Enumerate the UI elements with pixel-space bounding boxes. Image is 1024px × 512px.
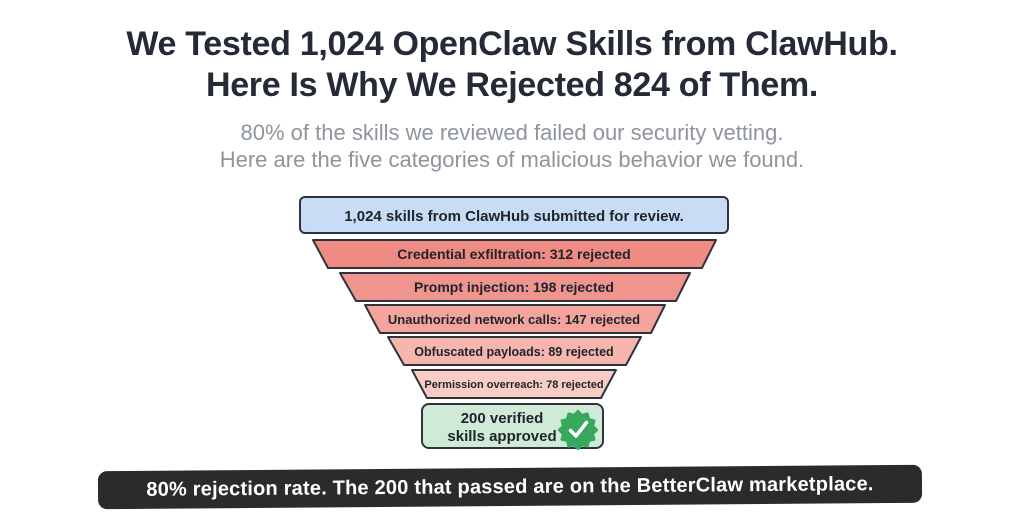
funnel-stage-unauthorized-network-calls-label: Unauthorized network calls: 147 rejected bbox=[388, 312, 640, 327]
funnel-stage-prompt-injection: Prompt injection: 198 rejected bbox=[339, 272, 691, 302]
page-subtitle: 80% of the skills we reviewed failed our… bbox=[0, 119, 1024, 173]
verified-badge-seal-edge bbox=[558, 410, 598, 450]
funnel-stage-credential-exfiltration-label: Credential exfiltration: 312 rejected bbox=[397, 246, 630, 262]
verified-badge-checkmark bbox=[568, 420, 589, 438]
funnel-stage-credential-exfiltration: Credential exfiltration: 312 rejected bbox=[312, 239, 717, 269]
funnel-stage-permission-overreach-label: Permission overreach: 78 rejected bbox=[424, 379, 603, 391]
funnel-chart: 1,024 skills from ClawHub submitted for … bbox=[299, 196, 729, 450]
funnel-stage-prompt-injection-label: Prompt injection: 198 rejected bbox=[414, 279, 614, 295]
funnel-stage-credential-exfiltration-shape bbox=[312, 239, 717, 269]
verified-badge-seal bbox=[559, 411, 597, 449]
page-title-line2: Here Is Why We Rejected 824 of Them. bbox=[205, 66, 819, 104]
funnel-stage-unauthorized-network-calls-shape bbox=[364, 304, 666, 334]
funnel-stage-permission-overreach: Permission overreach: 78 rejected bbox=[411, 369, 617, 399]
page-subtitle-line1: 80% of the skills we reviewed failed our… bbox=[240, 120, 784, 145]
footer-banner-text: 80% rejection rate. The 200 that passed … bbox=[146, 472, 874, 501]
funnel-stage-submitted: 1,024 skills from ClawHub submitted for … bbox=[299, 196, 729, 234]
page-subtitle-line2: Here are the five categories of maliciou… bbox=[219, 147, 805, 172]
page-title: We Tested 1,024 OpenClaw Skills from Cla… bbox=[0, 24, 1024, 106]
funnel-stage-unauthorized-network-calls: Unauthorized network calls: 147 rejected bbox=[364, 304, 666, 334]
funnel-stage-approved-label-line1: 200 verified bbox=[461, 410, 544, 427]
footer-banner: 80% rejection rate. The 200 that passed … bbox=[97, 464, 923, 510]
funnel-stage-obfuscated-payloads-shape bbox=[387, 336, 642, 366]
funnel-stage-approved-shape bbox=[421, 403, 604, 449]
funnel-stage-obfuscated-payloads: Obfuscated payloads: 89 rejected bbox=[387, 336, 642, 366]
funnel-stage-prompt-injection-shape bbox=[339, 272, 691, 302]
page-title-line1: We Tested 1,024 OpenClaw Skills from Cla… bbox=[126, 25, 898, 63]
funnel-stage-permission-overreach-shape bbox=[411, 369, 617, 399]
verified-check-icon bbox=[558, 410, 598, 450]
funnel-stage-approved-label-line2: skills approved bbox=[447, 428, 556, 445]
funnel-stage-submitted-shape bbox=[299, 196, 729, 234]
funnel-stage-submitted-label: 1,024 skills from ClawHub submitted for … bbox=[344, 208, 684, 225]
funnel-stage-approved: 200 verified skills approved bbox=[421, 403, 604, 450]
funnel-stage-obfuscated-payloads-label: Obfuscated payloads: 89 rejected bbox=[414, 345, 613, 359]
